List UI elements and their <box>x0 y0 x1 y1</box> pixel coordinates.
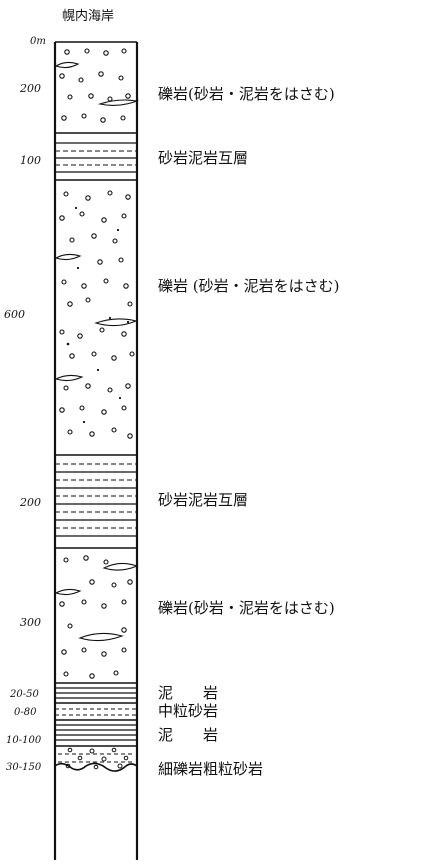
unit-conglomerate-1 <box>54 48 140 123</box>
scale-label: 0-80 <box>14 707 37 718</box>
unit-fine-conglomerate <box>54 747 138 772</box>
scale-label: 200 <box>19 496 41 509</box>
scale-label: 100 <box>20 154 41 167</box>
scale-label: 20-50 <box>9 689 39 700</box>
unit-conglomerate-3 <box>54 555 139 679</box>
scale-label: 300 <box>20 616 41 629</box>
conglomerate-pattern <box>59 555 133 679</box>
unit-description: 細礫岩粗粒砂岩 <box>158 760 263 778</box>
conglomerate-pattern <box>59 48 131 123</box>
unit-alternation-2 <box>55 463 137 537</box>
scale-label: 600 <box>4 308 25 321</box>
unit-description: 礫岩(砂岩・泥岩をはさむ) <box>158 599 335 617</box>
scale-label: 10-100 <box>6 735 42 746</box>
unit-description: 礫岩(砂岩・泥岩をはさむ) <box>158 85 335 103</box>
sandstone-lens <box>102 562 139 571</box>
sandstone-lens <box>94 318 138 327</box>
section-title: 幌内海岸 <box>62 8 114 24</box>
column-outline <box>53 41 139 860</box>
unit-conglomerate-2 <box>54 190 138 439</box>
sandstone-lens <box>78 632 124 642</box>
wavy-basal-contact <box>54 762 138 772</box>
sandstone-lens <box>54 588 82 596</box>
scale-label: 200 <box>19 82 41 95</box>
unit-description: 泥 岩 <box>158 726 218 744</box>
unit-description: 砂岩泥岩互層 <box>158 491 248 509</box>
conglomerate-pattern <box>59 190 135 439</box>
unit-description: 砂岩泥岩互層 <box>158 149 248 167</box>
unit-description: 泥 岩 <box>158 684 218 702</box>
sandstone-lens <box>54 61 80 69</box>
unit-mudstone-1 <box>55 687 137 699</box>
scale-top-label: 0m <box>30 36 46 47</box>
scale-label: 30-150 <box>6 762 42 773</box>
unit-description: 礫岩 (砂岩・泥岩をはさむ) <box>158 277 339 295</box>
conglomerate-dots <box>66 206 130 424</box>
sandstone-lens <box>54 253 82 261</box>
sandstone-lens <box>54 374 84 382</box>
unit-alternation-1 <box>55 142 137 173</box>
unit-description: 中粒砂岩 <box>158 702 218 720</box>
sandstone-lens <box>97 99 140 107</box>
unit-medium-sandstone <box>55 708 137 716</box>
unit-mudstone-2 <box>55 724 137 741</box>
